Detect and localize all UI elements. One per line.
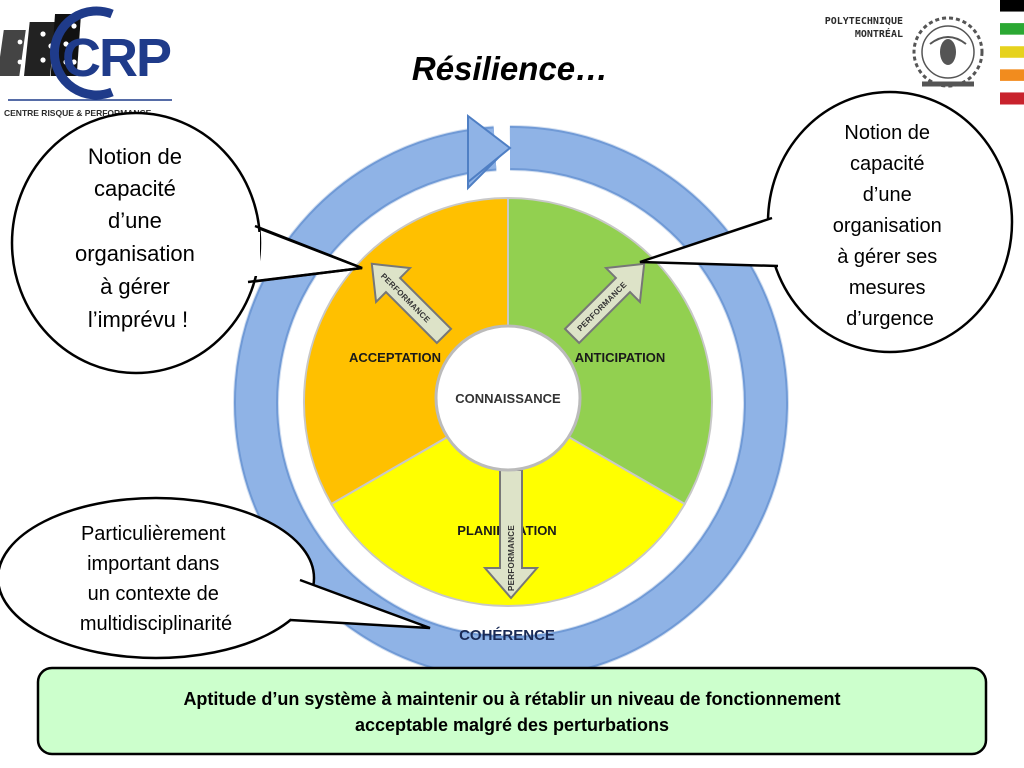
callout-line: un contexte de <box>88 583 219 605</box>
callout-line: Particulièrement <box>81 523 226 545</box>
callout-right-top: Notion de capacité d’une organisation à … <box>639 90 1014 354</box>
label-acceptation: ACCEPTATION <box>349 350 441 365</box>
callout-line: organisation <box>75 241 195 266</box>
slide-title: Résilience… <box>412 50 608 87</box>
definition-line-2: acceptable malgré des perturbations <box>355 715 669 735</box>
color-strip-band <box>1000 23 1024 36</box>
polytechnique-line1: POLYTECHNIQUE <box>825 16 903 27</box>
color-strip-band <box>1000 57 1024 70</box>
center-label: CONNAISSANCE <box>455 391 561 406</box>
callout-line: à gérer ses <box>837 246 937 268</box>
color-strip-band <box>1000 80 1024 93</box>
color-strip-band <box>1000 11 1024 24</box>
definition-box-bg <box>36 666 988 756</box>
callout-line: Notion de <box>844 122 930 144</box>
color-strip <box>1000 0 1024 105</box>
callout-line: d’une <box>863 184 912 206</box>
callout-line: capacité <box>850 153 925 175</box>
color-strip-band <box>1000 92 1024 105</box>
crp-c-arc <box>49 6 114 100</box>
callout-left-top: Notion de capacité d’une organisation à … <box>10 111 363 375</box>
callout-line: multidisciplinarité <box>80 613 232 635</box>
color-strip-band <box>1000 69 1024 82</box>
callout-line: d’une <box>108 208 162 233</box>
callout-line: mesures <box>849 277 926 299</box>
callout-line: l’imprévu ! <box>88 307 188 332</box>
crp-logo-subtitle: CENTRE RISQUE & PERFORMANCE <box>4 108 152 118</box>
color-strip-band <box>1000 34 1024 47</box>
crp-logo: CRP CENTRE RISQUE & PERFORMANCE <box>0 6 173 118</box>
callout-right-top-text: Notion de capacité d’une organisation à … <box>833 122 948 330</box>
polytechnique-seal-icon <box>912 16 984 88</box>
polytechnique-logo: POLYTECHNIQUE MONTRÉAL <box>825 0 1024 105</box>
definition-box: Aptitude d’un système à maintenir ou à r… <box>36 666 988 756</box>
callout-line: Notion de <box>88 144 182 169</box>
ring-label: COHÉRENCE <box>459 627 555 644</box>
color-strip-band <box>1000 46 1024 59</box>
callout-line: important dans <box>87 553 219 575</box>
callout-line: d’urgence <box>846 308 934 330</box>
callout-left-top-text: Notion de capacité d’une organisation à … <box>75 144 201 332</box>
callout-line: organisation <box>833 215 942 237</box>
color-strip-band <box>1000 0 1024 13</box>
crp-logo-letters: CRP <box>62 28 171 88</box>
label-anticipation: ANTICIPATION <box>575 350 666 365</box>
callout-line: capacité <box>94 176 176 201</box>
callout-line: à gérer <box>100 274 170 299</box>
definition-line-1: Aptitude d’un système à maintenir ou à r… <box>183 689 840 709</box>
polytechnique-line2: MONTRÉAL <box>855 27 903 40</box>
performance-label-down: PERFORMANCE <box>507 525 516 591</box>
performance-arrow-down: PERFORMANCE <box>482 469 540 600</box>
callout-left-bottom: Particulièrement important dans un conte… <box>0 496 431 660</box>
callout-left-bottom-text: Particulièrement important dans un conte… <box>80 523 232 635</box>
center-circle <box>434 324 582 472</box>
